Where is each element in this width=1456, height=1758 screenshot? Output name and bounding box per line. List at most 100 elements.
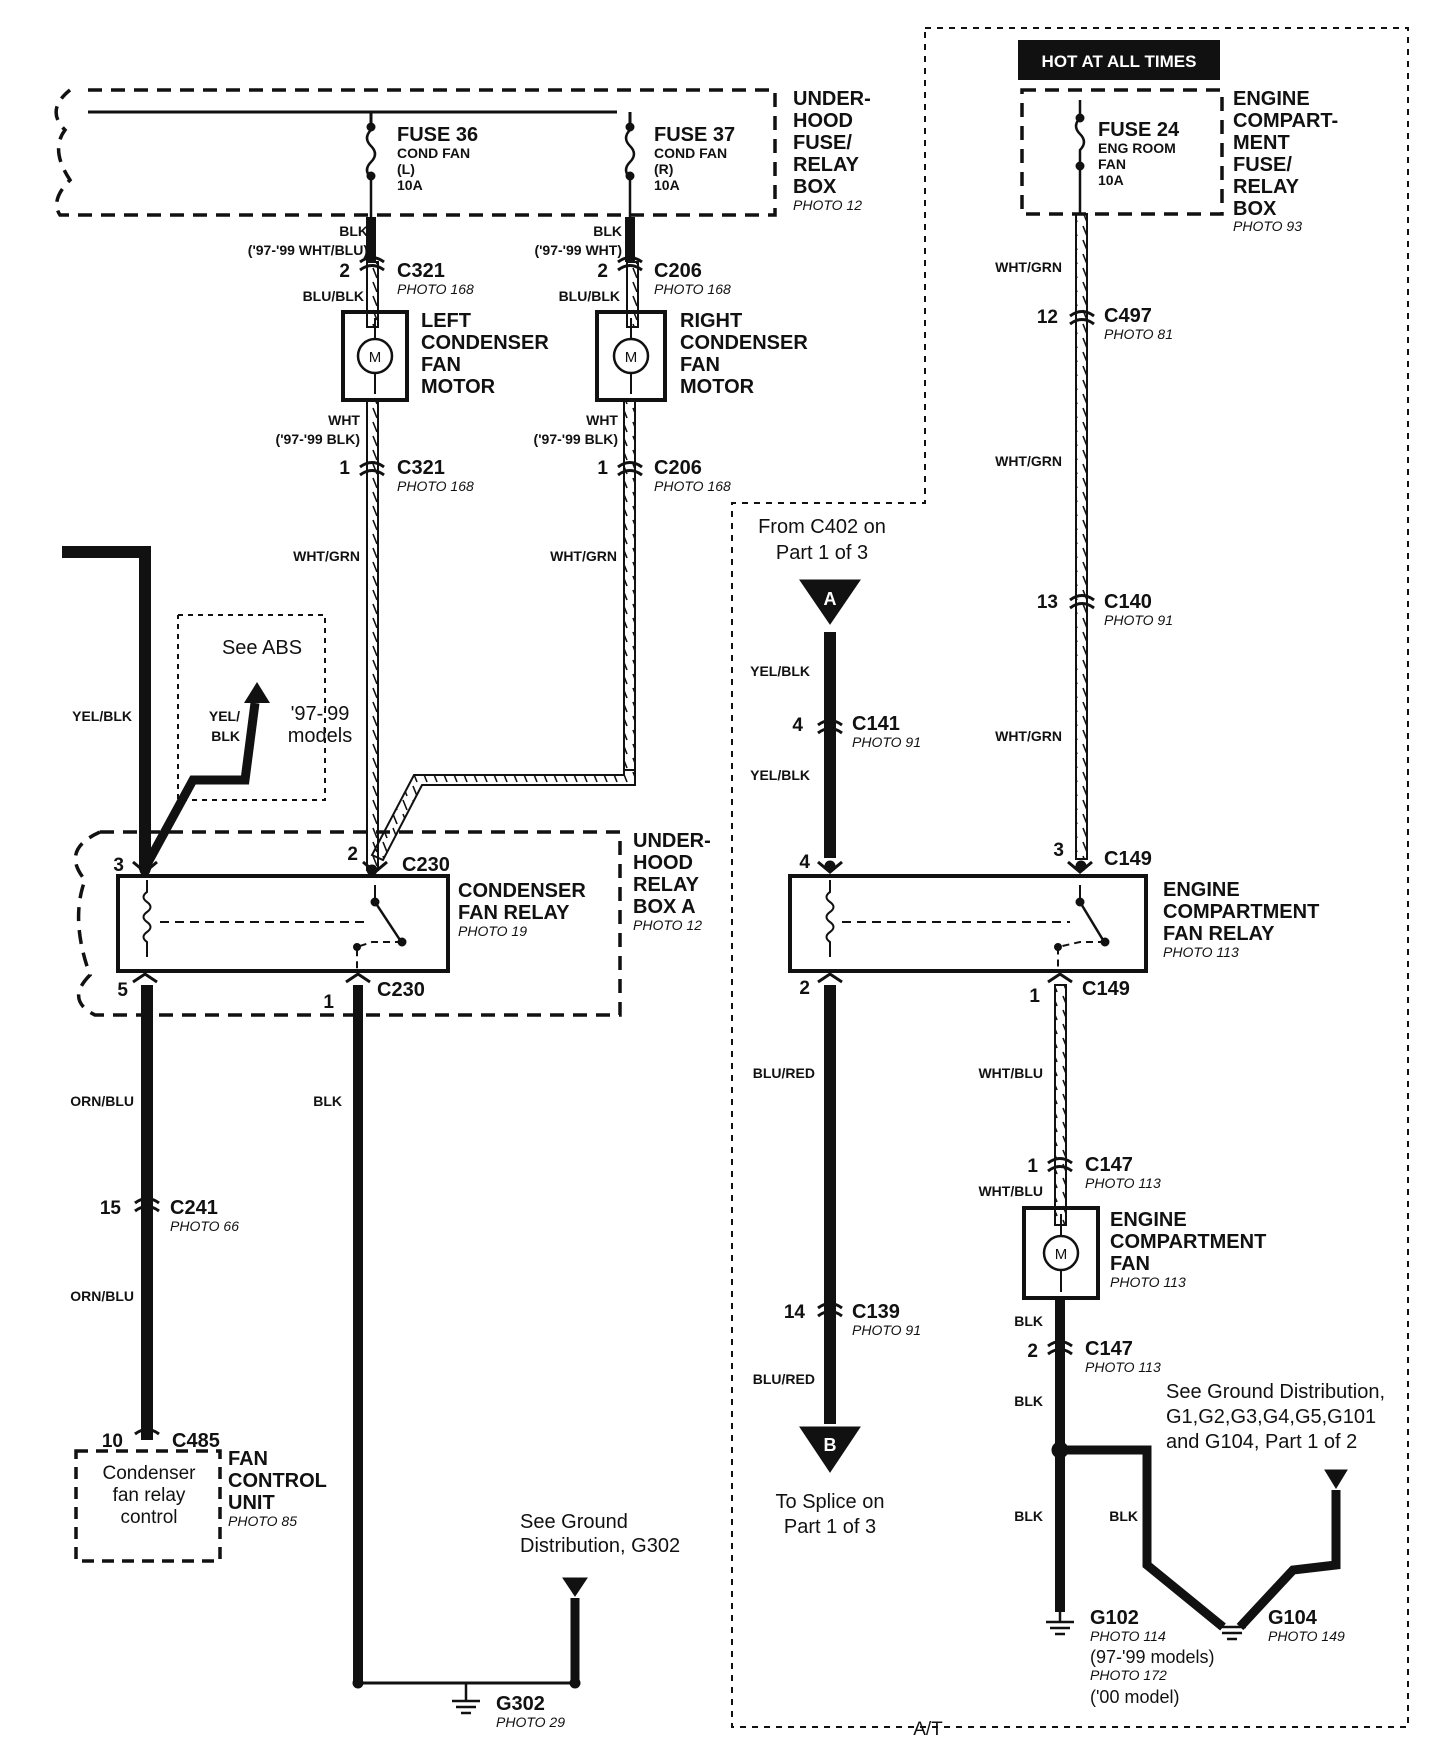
box-label: BOX bbox=[793, 176, 837, 198]
pin-number: 1 bbox=[1029, 986, 1040, 1007]
photo-ref: PHOTO 168 bbox=[654, 281, 731, 297]
connector-name: C149 bbox=[1104, 848, 1152, 870]
wire-label: YEL/ bbox=[209, 708, 240, 724]
component-label: CONTROL bbox=[228, 1470, 327, 1492]
note: and G104, Part 1 of 2 bbox=[1166, 1431, 1357, 1453]
ground-name: G302 bbox=[496, 1693, 545, 1715]
fuse-24-label: FUSE 24 bbox=[1098, 119, 1180, 141]
connector-name: C485 bbox=[172, 1430, 220, 1452]
fuse-desc: FAN bbox=[1098, 156, 1126, 172]
connector-name: C149 bbox=[1082, 978, 1130, 1000]
underhood-fuse-box-label: UNDER- HOOD FUSE/ RELAY BOX PHOTO 12 bbox=[793, 88, 871, 213]
photo-ref: PHOTO 66 bbox=[170, 1218, 239, 1234]
connector-labels: 2 C321 PHOTO 168 2 C206 PHOTO 168 1 C321… bbox=[100, 260, 1173, 1452]
photo-ref: PHOTO 93 bbox=[1233, 218, 1302, 234]
pin-number: 3 bbox=[1053, 840, 1064, 861]
wire-label: ('97-'99 BLK) bbox=[534, 431, 618, 447]
note: See ABS bbox=[222, 637, 302, 659]
pin-number: 5 bbox=[117, 980, 128, 1001]
note: Distribution, G302 bbox=[520, 1535, 680, 1557]
fuse-desc: 10A bbox=[397, 177, 423, 193]
connector-name: C241 bbox=[170, 1197, 218, 1219]
pin-number: 4 bbox=[799, 852, 810, 873]
wire-label: BLK bbox=[1109, 1508, 1138, 1524]
wire-label: BLK bbox=[211, 728, 240, 744]
photo-ref: PHOTO 12 bbox=[793, 197, 862, 213]
notes: See ABS '97-'99 models From C402 on Part… bbox=[222, 516, 1385, 1740]
underhood-relay-box-label: UNDER- HOOD RELAY BOX A PHOTO 12 bbox=[633, 830, 711, 933]
connector-name: C139 bbox=[852, 1301, 900, 1323]
solid-wires bbox=[62, 217, 1341, 1685]
component-inner-label: fan relay bbox=[113, 1485, 186, 1506]
box-label: RELAY bbox=[1233, 176, 1300, 198]
pin-number: 12 bbox=[1037, 307, 1058, 328]
fuse-desc: ENG ROOM bbox=[1098, 140, 1176, 156]
connector-name: C206 bbox=[654, 457, 702, 479]
ground-note: (97-'99 models) bbox=[1090, 1647, 1215, 1667]
photo-ref: PHOTO 168 bbox=[654, 478, 731, 494]
note: From C402 on bbox=[758, 516, 886, 538]
pin-number: 2 bbox=[597, 261, 608, 282]
component-label: COMPARTMENT bbox=[1110, 1231, 1266, 1253]
photo-ref: PHOTO 172 bbox=[1090, 1667, 1167, 1683]
note: See Ground bbox=[520, 1511, 628, 1533]
wire-label: BLK bbox=[1014, 1393, 1043, 1409]
box-label: UNDER- bbox=[633, 830, 711, 852]
wire-label: WHT/BLU bbox=[978, 1065, 1043, 1081]
footer-label: A/T bbox=[913, 1719, 943, 1740]
fuse-37-label: FUSE 37 bbox=[654, 124, 735, 146]
box-label: MENT bbox=[1233, 132, 1290, 154]
component-label: MOTOR bbox=[680, 376, 755, 398]
wire-label: BLU/BLK bbox=[559, 288, 620, 304]
note: models bbox=[288, 725, 352, 747]
wire-label: BLU/RED bbox=[753, 1371, 815, 1387]
photo-ref: PHOTO 113 bbox=[1110, 1274, 1186, 1290]
wire-label: BLK bbox=[313, 1093, 342, 1109]
connector-marks bbox=[132, 256, 1095, 1436]
fuse-desc: 10A bbox=[1098, 172, 1124, 188]
wire-label: WHT bbox=[328, 412, 360, 428]
component-label: ENGINE bbox=[1110, 1209, 1187, 1231]
connector-name: C206 bbox=[654, 260, 702, 282]
photo-ref: PHOTO 19 bbox=[458, 923, 527, 939]
photo-ref: PHOTO 91 bbox=[852, 1322, 921, 1338]
wire-label: BLK bbox=[1014, 1508, 1043, 1524]
box-label: FUSE/ bbox=[793, 132, 852, 154]
hatched-wires bbox=[366, 213, 1088, 1226]
engine-compartment-fuse-box-label: ENGINE COMPART- MENT FUSE/ RELAY BOX PHO… bbox=[1233, 88, 1338, 234]
ground-note: ('00 model) bbox=[1090, 1687, 1179, 1707]
note: '97-'99 bbox=[291, 703, 350, 725]
component-label: FAN RELAY bbox=[1163, 923, 1275, 945]
engine-compartment-fan-relay bbox=[788, 874, 1148, 973]
connector-name: C230 bbox=[402, 854, 450, 876]
pin-number: 10 bbox=[102, 1431, 123, 1452]
hot-at-all-times-tag: HOT AT ALL TIMES bbox=[1018, 40, 1220, 80]
box-label: HOOD bbox=[793, 110, 853, 132]
pin-number: 2 bbox=[799, 978, 810, 999]
wire-label: WHT/GRN bbox=[293, 548, 360, 564]
fuse-36-label: FUSE 36 bbox=[397, 124, 478, 146]
arrows-and-grounds bbox=[139, 113, 1348, 1715]
photo-ref: PHOTO 168 bbox=[397, 281, 474, 297]
note: See Ground Distribution, bbox=[1166, 1381, 1385, 1403]
right-motor-symbol bbox=[595, 310, 667, 402]
wire-label: WHT/GRN bbox=[995, 728, 1062, 744]
condenser-fan-relay bbox=[116, 874, 450, 973]
fuse-desc: 10A bbox=[654, 177, 680, 193]
motor-glyph: M bbox=[625, 349, 638, 366]
wire-label: WHT bbox=[586, 412, 618, 428]
box-label: BOX A bbox=[633, 896, 696, 918]
connector-name: C147 bbox=[1085, 1154, 1133, 1176]
box-label: RELAY bbox=[793, 154, 860, 176]
component-label: UNIT bbox=[228, 1492, 275, 1514]
component-label: FAN bbox=[680, 354, 720, 376]
pin-number: 3 bbox=[113, 855, 124, 876]
photo-ref: PHOTO 113 bbox=[1085, 1175, 1161, 1191]
photo-ref: PHOTO 12 bbox=[633, 917, 702, 933]
note: Part 1 of 3 bbox=[784, 1516, 876, 1538]
photo-ref: PHOTO 91 bbox=[852, 734, 921, 750]
wire-label: WHT/GRN bbox=[550, 548, 617, 564]
pin-number: 2 bbox=[339, 261, 350, 282]
wire-color-labels: BLK ('97-'99 WHT/BLU) BLK ('97-'99 WHT) … bbox=[70, 223, 1138, 1524]
